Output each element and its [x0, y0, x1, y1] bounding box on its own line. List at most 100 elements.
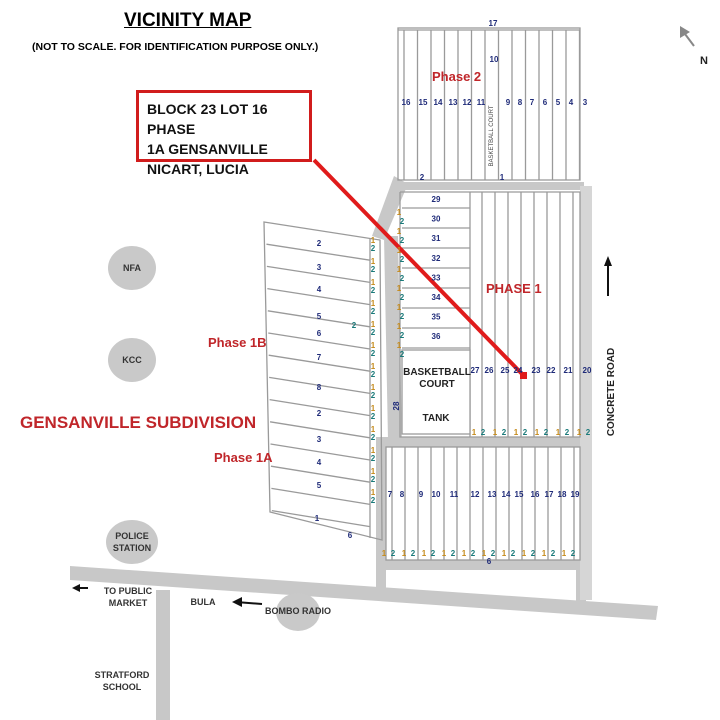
stack-edge-lot-two: 2: [400, 255, 405, 264]
phase1-bottom-lot-one: 1: [514, 428, 519, 437]
stack-edge-lot-two: 2: [400, 274, 405, 283]
phase1a-bottom-lot-two: 2: [551, 549, 556, 558]
block-number: 10: [490, 55, 499, 64]
block-number: 8: [317, 383, 322, 392]
block-number: 32: [432, 254, 441, 263]
lot-line: [269, 376, 371, 395]
block-number: 18: [558, 490, 567, 499]
phase1a-bottom-lot-one: 1: [522, 549, 527, 558]
phase1a-bottom-lot-two: 2: [431, 549, 436, 558]
block-number: 26: [485, 366, 494, 375]
block-number: 34: [432, 293, 441, 302]
block-number: 6: [348, 531, 353, 540]
block-number: 7: [530, 98, 535, 107]
left-edge-lot-one: 1: [371, 446, 376, 455]
basketball-court-label-1: BASKETBALL: [403, 367, 471, 378]
phase1a-bottom-lot-one: 1: [462, 549, 467, 558]
block-number: 30: [432, 215, 441, 224]
phase1a-bottom-lot-two: 2: [471, 549, 476, 558]
phase1b-1a-lot-lines: [266, 243, 371, 528]
phase1-grid: [399, 191, 581, 438]
interior-road-left: [376, 440, 386, 592]
block-number: 17: [545, 490, 554, 499]
block-number: 4: [317, 285, 322, 294]
lot-line: [266, 243, 371, 261]
block-number: 13: [449, 98, 458, 107]
arrows: [72, 256, 612, 607]
left-edge-lot-one: 1: [371, 299, 376, 308]
phase1b-label: Phase 1B: [208, 335, 267, 350]
market-label-1: TO PUBLIC: [104, 586, 153, 596]
left-edge-lot-two: 2: [371, 328, 376, 337]
left-edge-lot-two: 2: [371, 475, 376, 484]
block-number: 8: [400, 490, 405, 499]
stack-edge-lot-two: 2: [400, 331, 405, 340]
block-number: 4: [317, 458, 322, 467]
lot-line: [268, 354, 371, 372]
nfa-label: NFA: [123, 263, 142, 273]
block-number: 12: [471, 490, 480, 499]
phase1a-bottom-lot-two: 2: [491, 549, 496, 558]
left-edge-lot-two: 2: [371, 496, 376, 505]
block-number: 16: [531, 490, 540, 499]
bula-label: BULA: [191, 597, 216, 607]
block-number: 2: [317, 239, 322, 248]
interior-road-middle: [376, 437, 584, 447]
lot-line: [266, 265, 371, 284]
phase1-bottom-lot-two: 2: [544, 428, 549, 437]
phase1-label: PHASE 1: [486, 281, 542, 296]
phase1a-bottom-lot-one: 1: [382, 549, 387, 558]
left-edge-lot-two: 2: [371, 286, 376, 295]
block-number: 16: [402, 98, 411, 107]
block-number: 3: [317, 435, 322, 444]
block-number: 15: [419, 98, 428, 107]
tank-label: TANK: [422, 413, 450, 424]
stack-edge-lot-two: 2: [400, 217, 405, 226]
lot-line: [269, 398, 371, 417]
left-edge-lot-one: 1: [371, 278, 376, 287]
main-highway: [70, 566, 658, 620]
police-label-2: STATION: [113, 543, 151, 553]
stack-edge-lot-one: 1: [397, 208, 402, 217]
block-number: 11: [477, 98, 486, 107]
block-number: 5: [556, 98, 561, 107]
interior-road-bottom: [376, 560, 586, 570]
stack-edge-lot-one: 1: [397, 303, 402, 312]
block-number: 25: [501, 366, 510, 375]
block-number: 3: [317, 263, 322, 272]
block-number: 22: [547, 366, 556, 375]
block-number: 2: [317, 409, 322, 418]
lot-line: [269, 421, 371, 439]
police-label-1: POLICE: [115, 531, 149, 541]
block-number: 33: [432, 273, 441, 282]
lot-line: [271, 509, 371, 528]
north-label: N: [700, 55, 708, 67]
phase1-bottom-lot-one: 1: [577, 428, 582, 437]
kcc-label: KCC: [122, 355, 142, 365]
left-edge-lot-one: 1: [371, 320, 376, 329]
phase1a-bottom-lot-one: 1: [482, 549, 487, 558]
block-number: 28: [392, 401, 401, 410]
callout-pointer: [312, 158, 527, 379]
block-number: 19: [571, 490, 580, 499]
left-edge-lot-one: 1: [371, 341, 376, 350]
left-edge-lot-two: 2: [371, 454, 376, 463]
phase1a-bottom-lot-one: 1: [562, 549, 567, 558]
lot-line: [271, 487, 371, 506]
phase1a-bottom-lot-two: 2: [531, 549, 536, 558]
basketball-court-label-2: COURT: [419, 379, 455, 390]
left-arrow-icon: [232, 597, 263, 607]
callout-line-1: BLOCK 23 LOT 16 PHASE: [147, 101, 268, 137]
phase1a-bottom-lot-one: 1: [422, 549, 427, 558]
phase1-bottom-lot-two: 2: [481, 428, 486, 437]
nfa-marker: [108, 246, 156, 290]
stack-edge-lot-one: 1: [397, 246, 402, 255]
block-number: 6: [487, 557, 492, 566]
left-edge-lot-one: 1: [371, 236, 376, 245]
left-edge-lot-two: 2: [371, 307, 376, 316]
phase1a-bottom-lot-one: 1: [442, 549, 447, 558]
lot-line: [270, 465, 371, 483]
phase1-bottom-lot-one: 1: [493, 428, 498, 437]
bula-road: [156, 590, 170, 720]
